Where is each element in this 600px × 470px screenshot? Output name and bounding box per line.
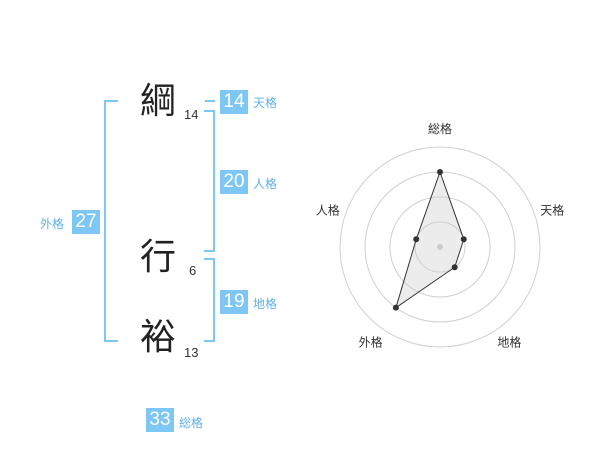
radar-data-polygon xyxy=(395,170,465,309)
gaikaku-label: 外格 xyxy=(40,217,65,231)
name-char-1: 綱 xyxy=(140,81,177,122)
radar-point-2 xyxy=(451,264,458,271)
radar-axis-label-0: 総格 xyxy=(428,121,452,136)
radar-axis-label-3: 外格 xyxy=(359,334,383,349)
chikaku-bracket xyxy=(204,258,215,342)
gaikaku-value: 27 xyxy=(72,210,100,234)
radar-point-3 xyxy=(392,304,399,311)
tenkaku-bracket xyxy=(205,100,215,102)
radar-grid-ring xyxy=(414,221,466,273)
tenkaku-value: 14 xyxy=(220,90,248,114)
radar-point-0 xyxy=(437,169,443,175)
jinkaku-bracket xyxy=(204,110,215,252)
name-char-2: 行 xyxy=(140,237,177,278)
radar-point-4 xyxy=(413,236,420,243)
name-char-3: 裕 xyxy=(140,317,177,358)
chikaku-value: 19 xyxy=(220,290,248,314)
radar-grid-ring xyxy=(339,146,541,348)
chikaku-label: 地格 xyxy=(253,297,278,311)
jinkaku-label: 人格 xyxy=(253,177,278,191)
radar-axis-label-1: 天格 xyxy=(540,203,564,218)
tenkaku-label: 天格 xyxy=(253,96,278,110)
soukaku-label: 総格 xyxy=(179,416,204,430)
radar-grid-ring xyxy=(389,196,491,298)
stroke-count-3: 13 xyxy=(184,345,199,360)
soukaku-value: 33 xyxy=(146,408,174,432)
radar-center-dot xyxy=(437,244,443,250)
stroke-count-1: 14 xyxy=(184,107,199,122)
radar-axis-label-2: 地格 xyxy=(497,334,521,349)
gaikaku-bracket xyxy=(104,100,118,342)
radar-point-1 xyxy=(460,236,467,243)
radar-axis-label-4: 人格 xyxy=(316,203,340,218)
jinkaku-value: 20 xyxy=(220,170,248,194)
stroke-count-2: 6 xyxy=(189,263,197,278)
